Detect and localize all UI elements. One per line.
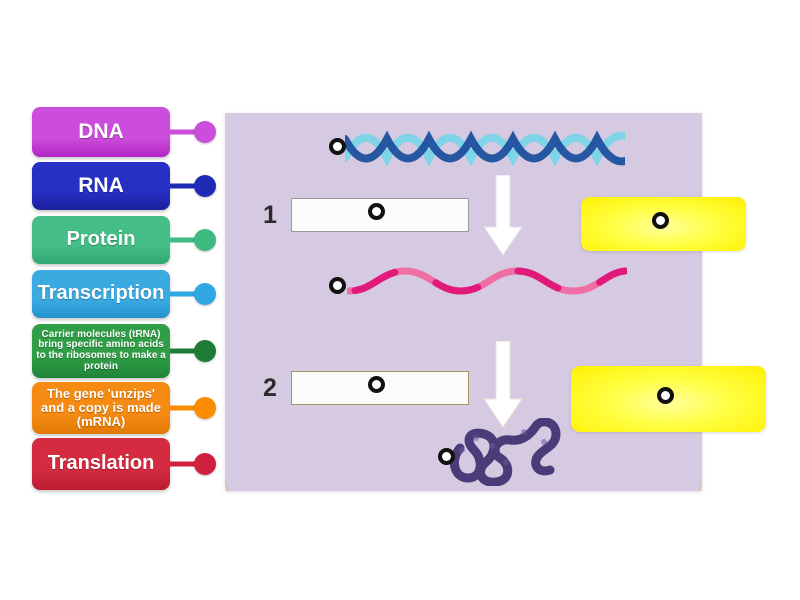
- hotspot-yellow-2[interactable]: [656, 387, 674, 404]
- hotspot-answer-1[interactable]: [368, 203, 385, 220]
- answer-number: 1: [263, 200, 277, 229]
- hotspot-mrna[interactable]: [329, 277, 346, 294]
- label-card-translation[interactable]: Translation: [32, 438, 170, 490]
- answer-row-1: 1: [257, 198, 469, 232]
- hotspot-yellow-1[interactable]: [651, 212, 669, 229]
- label-card-text: DNA: [78, 119, 124, 143]
- connector-knob[interactable]: [194, 397, 216, 419]
- connector-stem: [170, 291, 200, 297]
- connector-stem: [170, 183, 200, 189]
- label-card-transcription[interactable]: Transcription: [32, 270, 170, 318]
- connector-stem: [170, 237, 200, 243]
- label-card-gene-unzips-description[interactable]: The gene 'unzips' and a copy is made (mR…: [32, 382, 170, 434]
- label-connector-gene-unzips-description: [170, 397, 216, 419]
- connector-stem: [170, 405, 200, 411]
- connector-stem: [170, 129, 200, 135]
- down-arrow-icon: [483, 341, 523, 428]
- answer-number: 2: [263, 373, 277, 402]
- label-connector-rna: [170, 175, 216, 197]
- connector-knob[interactable]: [194, 175, 216, 197]
- hotspot-answer-2[interactable]: [368, 376, 385, 393]
- label-card-text: The gene 'unzips' and a copy is made (mR…: [41, 386, 161, 429]
- label-card-dna[interactable]: DNA: [32, 107, 170, 157]
- answer-box-2[interactable]: [291, 371, 469, 405]
- connector-knob[interactable]: [194, 340, 216, 362]
- connector-knob[interactable]: [194, 229, 216, 251]
- label-connector-protein: [170, 229, 216, 251]
- label-card-text: Translation: [47, 452, 155, 475]
- label-connector-dna: [170, 121, 216, 143]
- label-connector-transcription: [170, 283, 216, 305]
- answer-row-2: 2: [257, 371, 469, 405]
- yellow-drop-box-2[interactable]: [571, 366, 766, 432]
- label-connector-trna-description: [170, 340, 216, 362]
- connector-knob[interactable]: [194, 283, 216, 305]
- label-card-trna-description[interactable]: Carrier molecules (tRNA) bring specific …: [32, 324, 170, 378]
- label-card-text: Transcription: [37, 282, 165, 305]
- label-card-text: Carrier molecules (tRNA) bring specific …: [36, 328, 166, 372]
- cell-diagram: 1 2: [225, 113, 766, 491]
- dna-double-helix-icon: [345, 130, 625, 167]
- connector-stem: [170, 348, 200, 354]
- hotspot-protein[interactable]: [438, 448, 455, 465]
- connector-knob[interactable]: [194, 121, 216, 143]
- label-card-text: RNA: [78, 173, 124, 197]
- down-arrow-icon: [483, 175, 523, 256]
- label-tray: DNA RNA Protein Transcription Carrie: [32, 107, 216, 492]
- label-card-text: Protein: [66, 228, 136, 251]
- label-card-protein[interactable]: Protein: [32, 216, 170, 264]
- mrna-strand-icon: [347, 267, 627, 295]
- answer-box-1[interactable]: [291, 198, 469, 232]
- label-card-rna[interactable]: RNA: [32, 162, 170, 210]
- label-connector-translation: [170, 453, 216, 475]
- connector-stem: [170, 461, 200, 467]
- connector-knob[interactable]: [194, 453, 216, 475]
- protein-chain-icon: [449, 418, 561, 486]
- yellow-drop-box-1[interactable]: [581, 197, 746, 251]
- cell-illustration: [225, 113, 702, 491]
- hotspot-dna[interactable]: [329, 138, 346, 155]
